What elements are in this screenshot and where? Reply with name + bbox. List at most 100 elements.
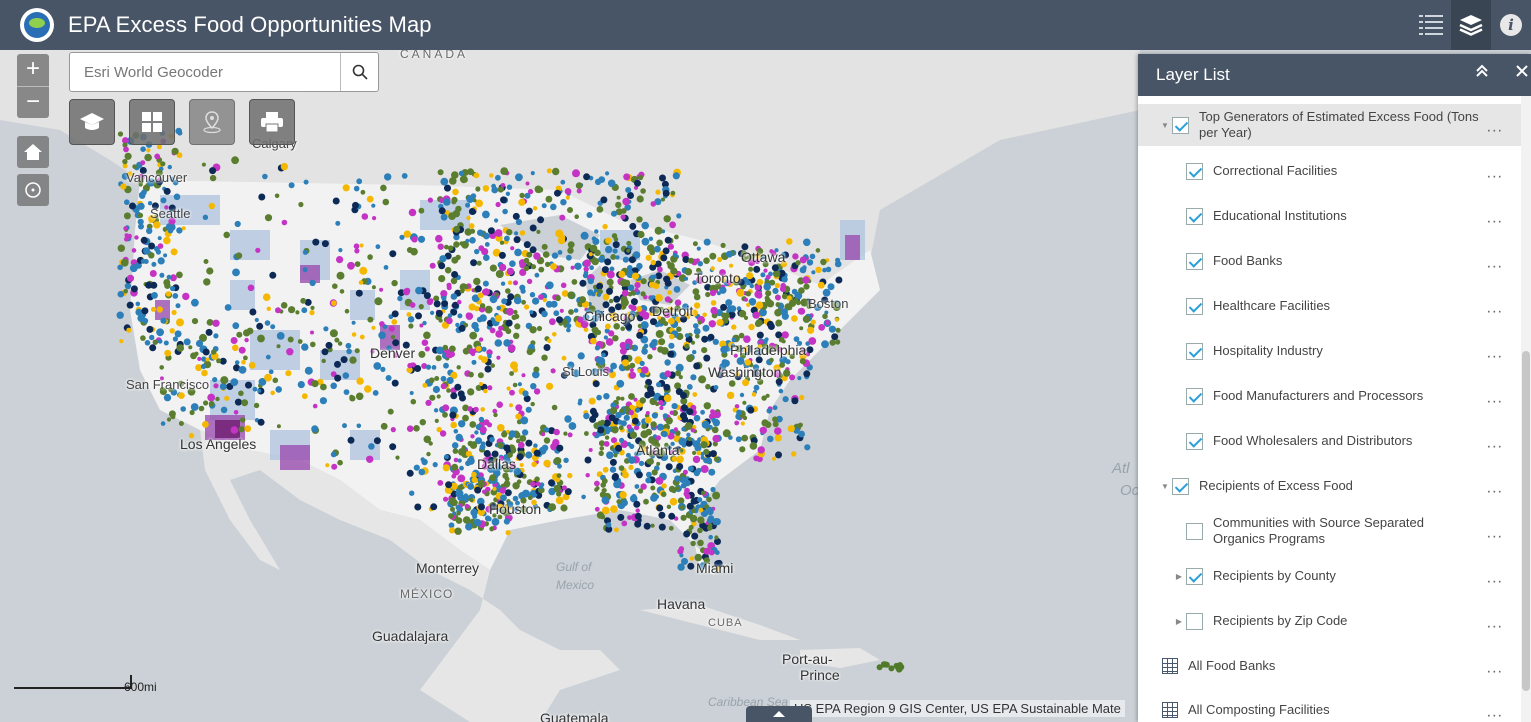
layer-row[interactable]: All Composting Facilities... xyxy=(1138,688,1521,722)
layer-options-button[interactable]: ... xyxy=(1486,254,1503,272)
geocoder-search xyxy=(69,52,379,92)
layer-label: Food Wholesalers and Distributors xyxy=(1213,433,1413,448)
locate-icon xyxy=(25,182,41,198)
layer-visibility-checkbox[interactable] xyxy=(1186,252,1203,270)
layer-row[interactable]: All Food Banks... xyxy=(1138,644,1521,688)
layer-row[interactable]: Hospitality Industry... xyxy=(1138,329,1521,373)
layer-list-title: Layer List xyxy=(1156,65,1230,84)
zoom-out-button[interactable]: − xyxy=(17,86,49,118)
layer-options-button[interactable]: ... xyxy=(1486,299,1503,317)
layer-options-button[interactable]: ... xyxy=(1486,164,1503,182)
layer-visibility-checkbox[interactable] xyxy=(1186,432,1203,450)
layer-label: Hospitality Industry xyxy=(1213,343,1323,358)
layer-row[interactable]: ▼ Top Generators of Estimated Excess Food… xyxy=(1138,104,1521,146)
locate-widget-button[interactable] xyxy=(189,99,235,145)
layer-visibility-checkbox[interactable] xyxy=(1186,342,1203,360)
layer-options-button[interactable]: ... xyxy=(1486,659,1503,677)
layer-visibility-checkbox[interactable] xyxy=(1186,162,1203,180)
layer-options-button[interactable]: ... xyxy=(1486,389,1503,407)
layer-list-header: Layer List xyxy=(1138,54,1531,96)
layer-visibility-checkbox[interactable] xyxy=(1186,387,1203,405)
layer-row[interactable]: Educational Institutions... xyxy=(1138,194,1521,238)
layer-label: Food Banks xyxy=(1213,253,1283,268)
scrollbar[interactable] xyxy=(1521,96,1531,722)
layer-options-button[interactable]: ... xyxy=(1486,569,1503,587)
close-panel-button[interactable] xyxy=(1515,64,1529,83)
layer-label: All Composting Facilities xyxy=(1188,702,1330,717)
basemap-gallery-button[interactable] xyxy=(129,99,175,145)
label-miami: Miami xyxy=(696,560,734,576)
expand-toggle[interactable]: ▶ xyxy=(1175,571,1183,581)
label-chicago: Chicago xyxy=(584,308,636,324)
layer-row[interactable]: ▶Recipients by Zip Code... xyxy=(1138,599,1521,643)
label-toronto: Toronto xyxy=(694,270,741,286)
home-icon xyxy=(24,144,42,160)
info-icon[interactable]: i xyxy=(1491,0,1531,50)
layer-visibility-checkbox[interactable] xyxy=(1172,477,1189,495)
layer-list-body[interactable]: ▼ Top Generators of Estimated Excess Food… xyxy=(1138,96,1531,722)
layer-options-button[interactable]: ... xyxy=(1486,614,1503,632)
home-button[interactable] xyxy=(17,136,49,168)
layers-icon[interactable] xyxy=(1451,0,1491,50)
map-attribution: US EPA Region 9 GIS Center, US EPA Susta… xyxy=(790,700,1125,717)
layer-options-button[interactable]: ... xyxy=(1486,118,1503,136)
layer-options-button[interactable]: ... xyxy=(1486,209,1503,227)
layer-options-button[interactable]: ... xyxy=(1486,434,1503,452)
label-atlantic-2: Oc xyxy=(1120,482,1140,499)
map-widgets xyxy=(69,99,295,145)
label-denver: Denver xyxy=(370,345,416,361)
layer-options-button[interactable]: ... xyxy=(1486,479,1503,497)
about-widget-button[interactable] xyxy=(69,99,115,145)
layer-row[interactable]: ▼ Recipients of Excess Food... xyxy=(1138,464,1521,508)
search-button[interactable] xyxy=(340,53,378,91)
label-houston: Houston xyxy=(489,501,542,517)
zoom-in-button[interactable]: + xyxy=(25,55,40,82)
epa-logo xyxy=(20,8,54,42)
app-title: EPA Excess Food Opportunities Map xyxy=(68,12,432,37)
attribution-toggle[interactable] xyxy=(746,706,812,722)
label-gulf-2: Mexico xyxy=(556,578,595,592)
expand-toggle[interactable]: ▶ xyxy=(1175,616,1183,626)
table-icon xyxy=(1162,658,1178,674)
layer-visibility-checkbox[interactable] xyxy=(1186,207,1203,225)
print-button[interactable] xyxy=(249,99,295,145)
layer-label: Recipients by County xyxy=(1213,568,1336,583)
layer-visibility-checkbox[interactable] xyxy=(1186,567,1203,585)
expand-toggle[interactable]: ▼ xyxy=(1161,120,1169,130)
layer-visibility-checkbox[interactable] xyxy=(1172,116,1189,134)
my-location-button[interactable] xyxy=(17,174,49,206)
layer-visibility-checkbox[interactable] xyxy=(1186,297,1203,315)
layer-row[interactable]: Healthcare Facilities... xyxy=(1138,284,1521,328)
search-input[interactable] xyxy=(70,53,340,91)
layer-visibility-checkbox[interactable] xyxy=(1186,612,1203,630)
collapse-panel-button[interactable] xyxy=(1475,64,1489,83)
layer-row[interactable]: Food Manufacturers and Processors... xyxy=(1138,374,1521,418)
label-boston: Boston xyxy=(808,296,849,311)
layer-options-button[interactable]: ... xyxy=(1486,344,1503,362)
layer-visibility-checkbox[interactable] xyxy=(1186,522,1203,540)
layer-label: Top Generators of Estimated Excess Food … xyxy=(1199,109,1479,140)
expand-toggle[interactable]: ▼ xyxy=(1161,481,1169,491)
layer-row[interactable]: Food Wholesalers and Distributors... xyxy=(1138,419,1521,463)
label-port-au-prince-2: Prince xyxy=(800,667,840,683)
scrollbar-thumb[interactable] xyxy=(1522,351,1530,691)
layer-row[interactable]: ▶ Recipients by County... xyxy=(1138,554,1521,598)
layer-options-button[interactable]: ... xyxy=(1486,524,1503,542)
legend-list-icon[interactable] xyxy=(1411,0,1451,50)
label-mexico: MÉXICO xyxy=(400,587,454,601)
label-canada: CANADA xyxy=(400,50,469,61)
layer-list-panel: Layer List ▼ Top Generators of Estimated … xyxy=(1138,54,1531,722)
layer-row[interactable]: Communities with Source Separated Organi… xyxy=(1138,508,1521,554)
layer-row[interactable]: Food Banks... xyxy=(1138,239,1521,283)
layer-label: Recipients of Excess Food xyxy=(1199,478,1353,493)
label-cuba: CUBA xyxy=(708,617,743,629)
layer-row[interactable]: Correctional Facilities... xyxy=(1138,149,1521,193)
header-toolbar: i xyxy=(1411,0,1531,50)
layer-label: Correctional Facilities xyxy=(1213,163,1338,178)
label-dallas: Dallas xyxy=(477,456,516,472)
layer-label: All Food Banks xyxy=(1188,658,1276,673)
label-washington: Washington xyxy=(708,364,782,380)
graduation-cap-icon xyxy=(80,113,104,130)
app-header: EPA Excess Food Opportunities Map i xyxy=(0,0,1531,50)
layer-options-button[interactable]: ... xyxy=(1486,703,1503,721)
